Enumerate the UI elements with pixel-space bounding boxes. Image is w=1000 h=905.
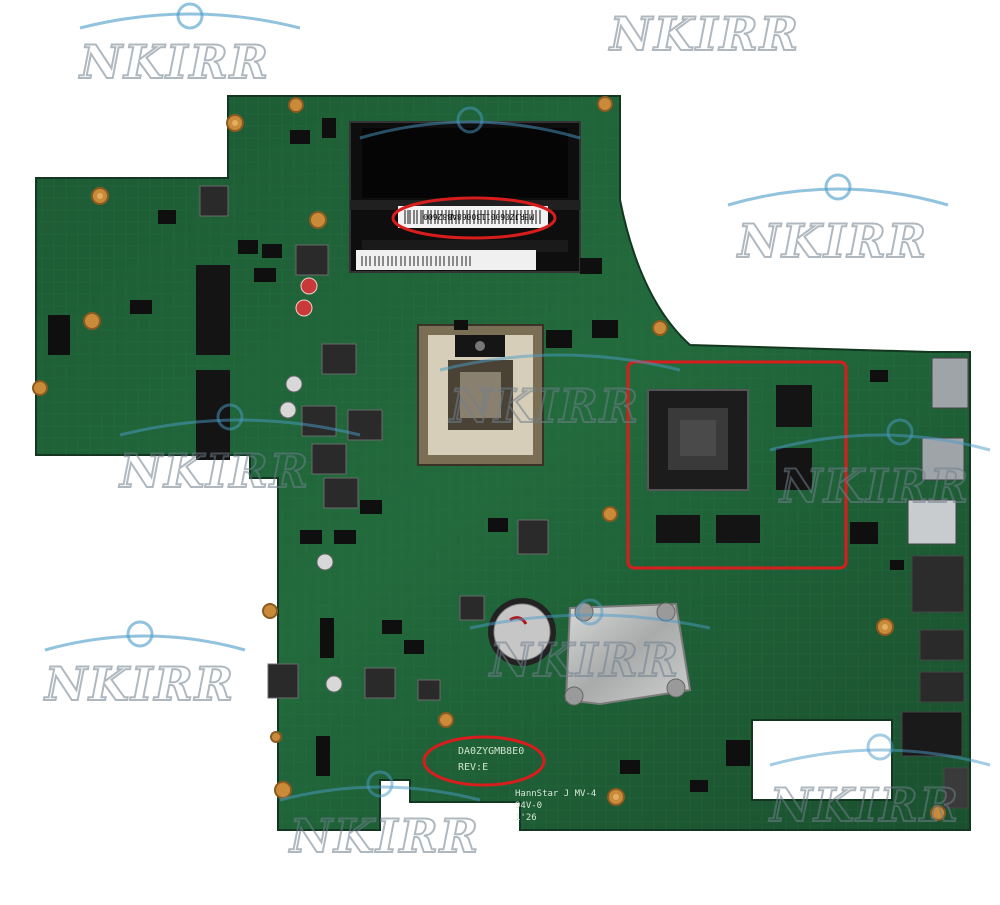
svg-text:NKIRR: NKIRR	[488, 633, 680, 687]
watermark-7: NKIRR	[769, 418, 991, 514]
serial-label-highlight	[391, 196, 557, 240]
watermark-3: NKIRR	[727, 173, 949, 269]
rating-text: 94V-0	[515, 801, 542, 811]
watermark-1: NKIRR	[77, 2, 301, 90]
power-chokes	[199, 185, 549, 701]
svg-text:NKIRR: NKIRR	[78, 35, 270, 89]
mounting-holes	[32, 96, 946, 821]
gpu-chip	[647, 389, 749, 491]
vram-chips	[656, 385, 812, 543]
gpu-region-highlight	[626, 360, 848, 570]
board-code-text: DA0ZYGMB8E0	[458, 746, 524, 757]
revision-text: REV:E	[458, 762, 488, 773]
mini-pcie-slots	[196, 265, 230, 460]
svg-text:NKIRR: NKIRR	[778, 459, 970, 513]
svg-text:NKIRR: NKIRR	[448, 379, 640, 433]
watermark-4	[359, 106, 581, 140]
watermark-2: NKIRR	[607, 6, 800, 62]
maker-text: HannStar J MV-4	[515, 789, 596, 799]
capacitors	[279, 277, 343, 693]
date-code-text: 1'26	[515, 813, 537, 823]
board-cutout	[751, 719, 893, 801]
watermark-10: NKIRR	[767, 733, 991, 833]
small-components	[48, 118, 904, 792]
svg-text:NKIRR: NKIRR	[118, 444, 310, 498]
heatsink-plate	[564, 602, 692, 706]
barcode	[404, 210, 541, 224]
svg-text:NKIRR: NKIRR	[288, 809, 480, 863]
io-ports	[901, 357, 969, 809]
svg-text:NKIRR: NKIRR	[608, 7, 800, 61]
watermark-5: NKIRR	[439, 353, 681, 434]
ram-slots	[349, 121, 581, 273]
watermarks: NKIRR NKIRR NKIRR NKIRR NKIRR NKIRR	[42, 2, 991, 864]
serial-label-text: MBRJZ06001130068AB82600	[423, 212, 534, 221]
watermark-6: NKIRR	[117, 403, 361, 499]
watermark-8: NKIRR	[42, 620, 246, 712]
board-code-highlight	[422, 735, 546, 787]
svg-text:NKIRR: NKIRR	[43, 657, 235, 711]
watermark-11: NKIRR	[279, 770, 481, 864]
cpu-socket	[417, 324, 544, 466]
watermark-9: NKIRR	[469, 598, 711, 688]
svg-text:NKIRR: NKIRR	[768, 778, 960, 832]
svg-text:NKIRR: NKIRR	[736, 214, 928, 268]
